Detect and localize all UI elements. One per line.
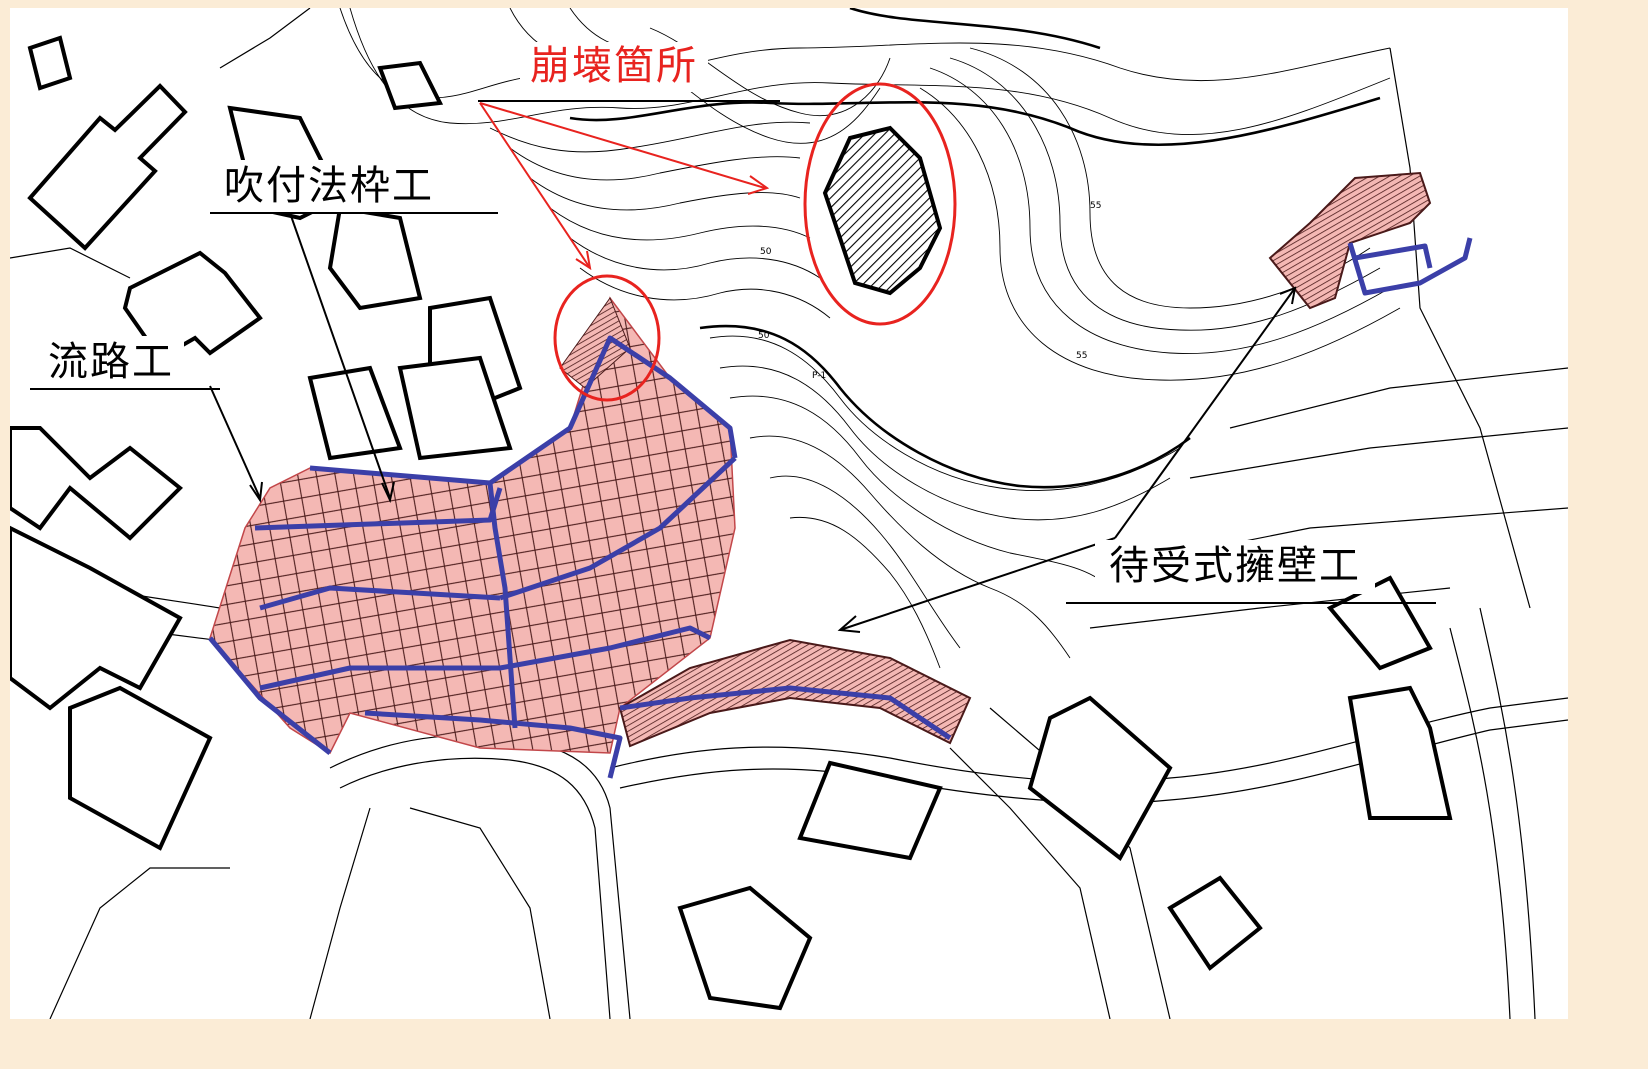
upper-slope-hatch [559, 296, 631, 389]
spray-frame-label: 吹付法枠工 [212, 160, 446, 214]
contour-value: 50 [760, 247, 772, 257]
retaining-wall-label: 待受式擁壁工 [1095, 540, 1375, 594]
retaining-wall-underline [1066, 602, 1436, 604]
retaining-wall-east [1268, 171, 1432, 310]
index-contours [569, 8, 1381, 489]
channel-work-underline [30, 388, 220, 390]
map-marks: 50 50 55 55 P-1 [758, 201, 1101, 381]
contour-value: 55 [1076, 351, 1087, 361]
leader-lines-black [209, 212, 1297, 633]
collapse-area [822, 125, 943, 296]
site-map: 50 50 55 55 P-1 [10, 8, 1568, 1019]
map-drawing: 50 50 55 55 P-1 [10, 8, 1568, 1019]
collapse-site-underline [478, 100, 780, 102]
contour-value: P-1 [812, 371, 826, 381]
collapse-ellipse-upper [803, 82, 957, 326]
spray-frame-underline [210, 212, 498, 214]
buildings [10, 35, 1453, 1011]
collapse-ellipse-lower [553, 274, 661, 402]
retaining-wall [618, 638, 972, 748]
collapse-site-label: 崩壊箇所 [520, 42, 708, 92]
contour-value: 50 [758, 331, 770, 341]
channel-work-label: 流路工 [38, 336, 184, 390]
channel-lines [208, 237, 1473, 779]
contour-lines [339, 8, 1401, 669]
contour-value: 55 [1090, 201, 1101, 211]
leader-lines-red [479, 102, 770, 271]
